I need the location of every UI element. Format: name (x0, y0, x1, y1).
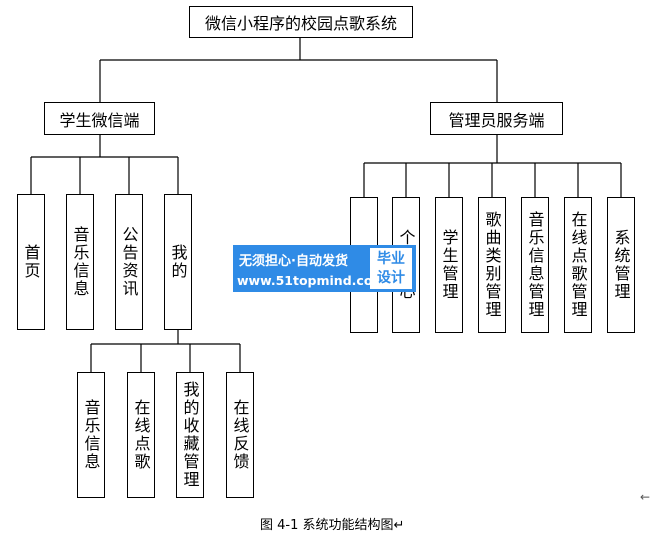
watermark-slogan: 无须担心·自动发货 (239, 254, 348, 269)
admin-child-label: 在线点歌管理 (568, 211, 588, 319)
admin-child-label: 系统管理 (611, 229, 631, 301)
student-label: 学生微信端 (59, 110, 140, 130)
student-child-label: 音乐信息 (70, 226, 90, 298)
student-child-notice: 公告资讯 (115, 194, 143, 330)
admin-child-label: 歌曲类别管理 (482, 211, 502, 319)
student-child-label: 公告资讯 (119, 226, 139, 298)
watermark-badge: 毕业设计 (370, 248, 412, 289)
student-child-label: 我的 (168, 244, 188, 280)
student-child-my: 我的 (164, 194, 192, 330)
admin-label: 管理员服务端 (448, 110, 545, 130)
admin-child-student-mgmt: 学生管理 (435, 197, 463, 333)
student-child-music: 音乐信息 (66, 194, 94, 330)
admin-child-system-mgmt: 系统管理 (607, 197, 635, 333)
figure-caption: 图 4-1 系统功能结构图↵ (260, 518, 405, 533)
admin-child-label: 学生管理 (439, 229, 459, 301)
admin-child-song-request-mgmt: 在线点歌管理 (564, 197, 592, 333)
student-node: 学生微信端 (44, 102, 155, 135)
root-label: 微信小程序的校园点歌系统 (204, 14, 397, 33)
watermark-url: www.51topmind.com (237, 273, 386, 288)
my-child-favorites: 我的收藏管理 (176, 372, 204, 498)
watermark-banner: 无须担心·自动发货 www.51topmind.com 毕业设计 (233, 245, 416, 292)
my-child-music: 音乐信息 (77, 372, 105, 498)
my-child-song-request: 在线点歌 (127, 372, 155, 498)
admin-child-label: 音乐信息管理 (525, 211, 545, 319)
return-arrow-icon: ← (640, 490, 650, 504)
my-child-label: 音乐信息 (81, 399, 101, 471)
student-child-label: 首页 (21, 244, 41, 280)
my-child-feedback: 在线反馈 (226, 372, 254, 498)
admin-node: 管理员服务端 (430, 102, 563, 135)
my-child-label: 在线点歌 (131, 399, 151, 471)
admin-child-song-category-mgmt: 歌曲类别管理 (478, 197, 506, 333)
my-child-label: 在线反馈 (230, 399, 250, 471)
watermark-text-area: 无须担心·自动发货 www.51topmind.com (233, 245, 385, 292)
my-child-label: 我的收藏管理 (180, 381, 200, 489)
root-node: 微信小程序的校园点歌系统 (189, 6, 413, 38)
admin-child-music-info-mgmt: 音乐信息管理 (521, 197, 549, 333)
student-child-home: 首页 (17, 194, 45, 330)
